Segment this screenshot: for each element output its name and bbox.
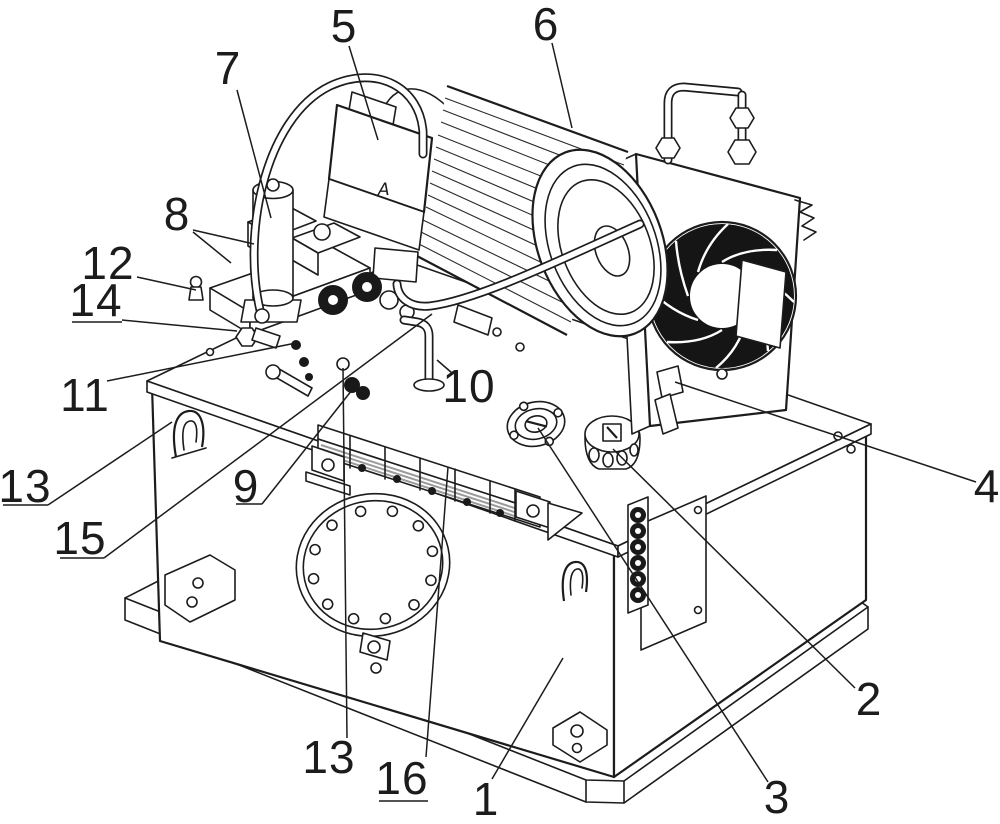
callout-2: 2 — [612, 448, 883, 725]
cover-bolts — [307, 505, 439, 625]
relief-valve-hex — [235, 327, 259, 347]
callout-number-7: 7 — [215, 42, 242, 94]
callout-13a: 13 — [0, 421, 173, 512]
mounting-foot-front — [552, 711, 608, 763]
callout-number-9: 9 — [233, 460, 260, 512]
callout-number-2: 2 — [856, 673, 883, 725]
callout-1: 1 — [473, 657, 564, 824]
callout-16: 16 — [375, 466, 449, 804]
callout-7: 7 — [215, 42, 272, 219]
leader-line-1 — [491, 657, 564, 780]
leader-line-3 — [537, 427, 769, 783]
lifting-lug-front — [561, 560, 589, 602]
cleanout-cover — [295, 492, 451, 638]
callout-4: 4 — [674, 381, 1000, 512]
leader-line-15 — [103, 313, 433, 559]
leader-line-5 — [348, 45, 379, 141]
callout-14: 14 — [69, 274, 238, 332]
plate-bolts — [205, 327, 856, 454]
mounting-foot-left — [164, 554, 236, 623]
suction-pipe — [399, 315, 445, 392]
leader-line-10 — [436, 359, 453, 374]
callout-5: 5 — [331, 0, 379, 141]
level-gauge-bar — [305, 424, 583, 541]
callout-number-5: 5 — [331, 0, 358, 52]
callout-number-13a: 13 — [0, 460, 52, 512]
motor-foot — [453, 304, 493, 336]
callout-number-1: 1 — [473, 773, 500, 824]
callout-13b: 13 — [302, 367, 355, 783]
lifting-lug-left — [171, 409, 207, 459]
callout-6: 6 — [533, 0, 573, 129]
leader-line-14 — [121, 319, 238, 332]
leader-line-7 — [236, 89, 272, 219]
callout-number-4: 4 — [974, 460, 1000, 512]
callout-number-6: 6 — [533, 0, 560, 50]
leader-line-12 — [136, 276, 197, 291]
leader-line-11 — [106, 342, 297, 382]
leader-line-6 — [551, 42, 573, 129]
leader-line-2 — [612, 448, 856, 689]
callout-number-10: 10 — [442, 360, 495, 412]
callout-9: 9 — [233, 389, 353, 512]
test-point-stud — [189, 275, 203, 289]
air-cooler — [617, 152, 817, 435]
callout-number-15: 15 — [53, 512, 106, 564]
cooler-bracket — [656, 365, 684, 399]
cooler-piping — [655, 82, 757, 165]
pump-bell-housing: A — [323, 91, 434, 251]
leader-line-4 — [674, 381, 977, 483]
callout-3: 3 — [537, 427, 791, 823]
callout-number-8: 8 — [164, 188, 191, 240]
callout-number-11: 11 — [60, 369, 110, 421]
cover-drain-tab — [359, 632, 391, 674]
column-level-indicator — [627, 496, 649, 614]
callout-11: 11 — [60, 342, 297, 421]
leader-line-9 — [261, 389, 353, 505]
filler-breather-cap — [584, 415, 641, 470]
side-plate — [640, 495, 707, 651]
callout-15: 15 — [53, 313, 433, 564]
leader-line-16 — [425, 466, 449, 758]
callout-8: 8 — [164, 188, 255, 264]
callout-number-16: 16 — [375, 752, 428, 804]
leader-line-13a — [47, 421, 173, 506]
callout-12: 12 — [81, 237, 197, 291]
leader-line-8 — [192, 231, 232, 264]
callout-number-3: 3 — [764, 771, 791, 823]
hoses — [249, 73, 645, 324]
callout-number-12: 12 — [81, 237, 134, 289]
callout-number-13b: 13 — [302, 731, 355, 783]
marking-a: A — [377, 180, 390, 200]
leader-line-13b — [342, 367, 348, 739]
callout-10: 10 — [436, 359, 495, 412]
leader-line-8 — [192, 229, 255, 245]
fan-motor-box — [735, 259, 787, 349]
callout-number-14: 14 — [69, 274, 122, 326]
